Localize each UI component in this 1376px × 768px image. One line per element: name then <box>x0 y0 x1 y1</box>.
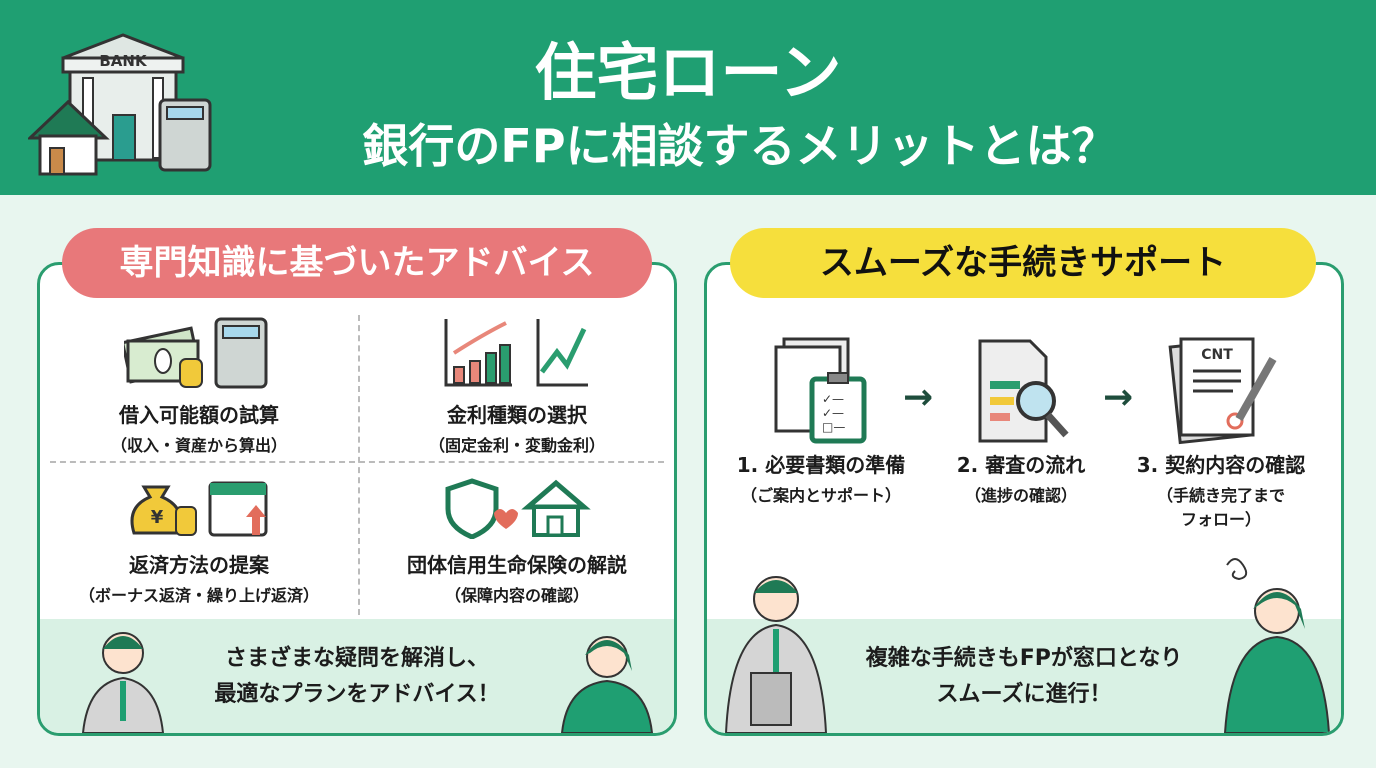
header-banner: BANK 住宅ローン 銀行のFPに相談するメリットとは？ <box>0 0 1376 195</box>
left-heading-pill: 専門知識に基づいたアドバイス <box>62 228 652 298</box>
item-title: 借入可能額の試算 <box>119 403 279 427</box>
contract-pen-icon: CNT <box>1168 337 1277 445</box>
item-title: 返済方法の提案 <box>129 553 269 577</box>
male-advisor-clipboard-illustration <box>724 576 828 733</box>
advice-item: 金利種類の選択 （固定金利・変動金利） <box>358 317 674 456</box>
step-title: 3. 契約内容の確認 <box>1136 453 1306 477</box>
step-title: 2. 審査の流れ <box>956 453 1086 477</box>
yen-bag-calendar-icon: ¥ <box>130 481 268 537</box>
item-title: 団体信用生命保険の解説 <box>407 553 627 577</box>
svg-text:¥: ¥ <box>151 507 164 528</box>
advice-message-line2: 最適なプランをアドバイス！ <box>214 682 500 707</box>
documents-checklist-icon: ✓— ✓— □— <box>774 337 867 444</box>
main-title: 住宅ローン <box>534 36 842 109</box>
step-subtitle-cont: フォロー） <box>1180 510 1261 529</box>
step-subtitle: （ご案内とサポート） <box>740 486 901 505</box>
svg-text:□—: □— <box>822 420 845 434</box>
contract-label: CNT <box>1201 347 1233 363</box>
advice-item: ¥ 返済方法の提案 （ボーナス返済・繰り上げ返済） <box>40 477 358 606</box>
shield-house-icon <box>445 478 591 540</box>
chart-icon <box>444 319 588 387</box>
divider <box>358 315 360 615</box>
expert-advice-panel: 借入可能額の試算 （収入・資産から算出） 金利種類の選択 （固定金利・変動金利）… <box>37 262 677 736</box>
procedure-step: CNT 3. 契約内容の確認 （手続き完了まで フォロー） <box>1121 335 1321 530</box>
item-subtitle: （固定金利・変動金利） <box>428 436 605 455</box>
item-title: 金利種類の選択 <box>447 403 587 427</box>
right-heading-pill: スムーズな手続きサポート <box>730 228 1316 298</box>
step-subtitle: （進捗の確認） <box>964 486 1077 505</box>
divider <box>50 461 664 463</box>
step-title: 1. 必要書類の準備 <box>736 453 906 477</box>
subtitle: 銀行のFPに相談するメリットとは？ <box>362 119 1118 173</box>
step-subtitle: （手続き完了まで <box>1156 486 1285 505</box>
procedure-message-strip: 複雑な手続きもFPが窓口となり スムーズに進行！ <box>707 558 1341 733</box>
procedure-step: ✓— ✓— □— 1. 必要書類の準備 （ご案内とサポート） <box>721 335 921 506</box>
arrow-right-icon: → <box>903 377 934 418</box>
item-subtitle: （ボーナス返済・繰り上げ返済） <box>78 586 319 605</box>
advice-message-strip: さまざまな疑問を解消し、 最適なプランをアドバイス！ <box>40 619 674 733</box>
svg-text:✓—: ✓— <box>822 406 844 420</box>
procedure-message-line1: 複雑な手続きもFPが窓口となり <box>865 646 1183 671</box>
advice-message-line1: さまざまな疑問を解消し、 <box>224 646 489 671</box>
svg-text:✓—: ✓— <box>822 392 844 406</box>
procedure-support-panel: ✓— ✓— □— 1. 必要書類の準備 （ご案内とサポート） → 2. 審査の流… <box>704 262 1344 736</box>
money-calculator-icon <box>120 317 268 389</box>
advice-item: 団体信用生命保険の解説 （保障内容の確認） <box>358 477 674 606</box>
item-subtitle: （収入・資産から算出） <box>110 436 287 455</box>
item-subtitle: （保障内容の確認） <box>444 586 589 605</box>
procedure-message-line2: スムーズに進行！ <box>936 682 1112 707</box>
document-magnifier-icon <box>978 339 1069 443</box>
advice-item: 借入可能額の試算 （収入・資産から算出） <box>40 317 358 456</box>
bank-house-icon: BANK <box>28 33 212 176</box>
procedure-step: 2. 審査の流れ （進捗の確認） <box>921 335 1121 506</box>
male-advisor-illustration <box>81 632 165 733</box>
worried-female-client-illustration <box>1223 558 1331 733</box>
arrow-right-icon: → <box>1103 377 1134 418</box>
bank-sign: BANK <box>99 52 148 70</box>
female-client-illustration <box>560 636 654 733</box>
